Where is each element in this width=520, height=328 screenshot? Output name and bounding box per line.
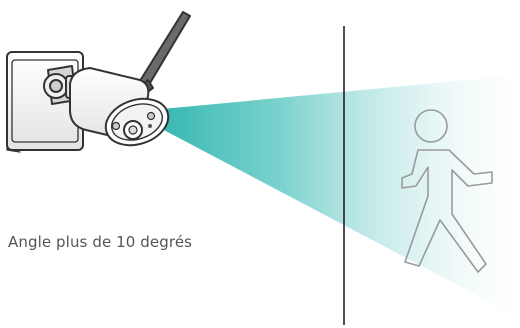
angle-caption: Angle plus de 10 degrés bbox=[8, 233, 193, 251]
detection-beam bbox=[152, 75, 520, 318]
security-camera-icon bbox=[6, 11, 191, 153]
walking-person-icon bbox=[401, 109, 493, 273]
